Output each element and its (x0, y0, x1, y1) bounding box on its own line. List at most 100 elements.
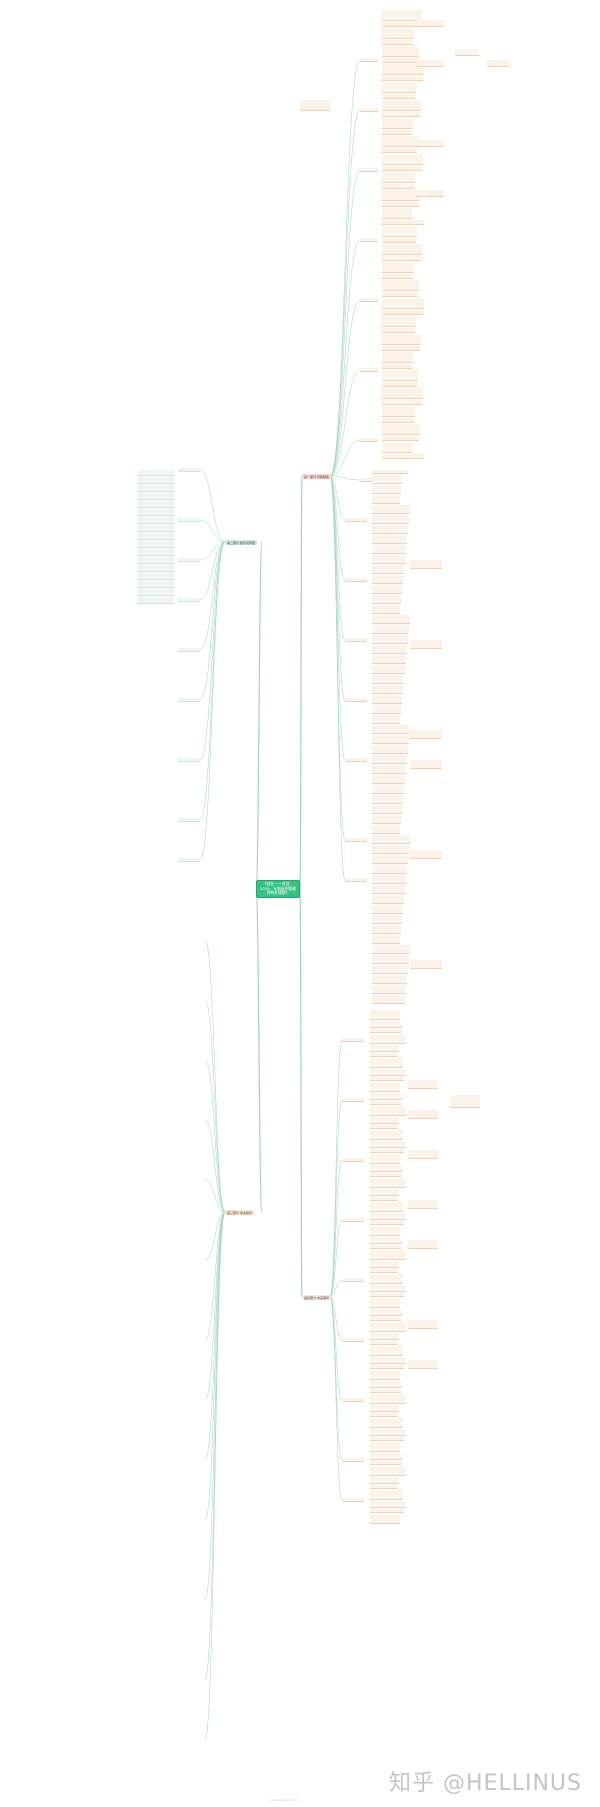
topic-node[interactable] (108, 1288, 149, 1294)
topic-node[interactable] (108, 1384, 155, 1392)
topic-node[interactable] (185, 1458, 205, 1461)
topic-node[interactable] (342, 1338, 364, 1342)
topic-node[interactable] (108, 1665, 148, 1669)
topic-node[interactable] (382, 220, 424, 225)
topic-node[interactable] (370, 1341, 398, 1345)
topic-node[interactable] (108, 1692, 148, 1700)
topic-node[interactable] (70, 1640, 100, 1670)
topic-node[interactable] (108, 1231, 155, 1242)
topic-node[interactable] (178, 698, 200, 702)
topic-node[interactable] (372, 555, 405, 564)
topic-node[interactable] (108, 1024, 155, 1030)
topic-node[interactable] (416, 60, 444, 67)
topic-node[interactable] (108, 1156, 152, 1162)
topic-node[interactable] (108, 923, 153, 934)
topic-node[interactable] (108, 1671, 154, 1682)
topic-node[interactable] (110, 835, 150, 843)
topic-node[interactable] (370, 1197, 398, 1201)
topic-node[interactable] (108, 1187, 156, 1198)
topic-node[interactable] (108, 1093, 152, 1097)
topic-node[interactable] (370, 1189, 399, 1196)
topic-node[interactable] (382, 190, 420, 201)
topic-node[interactable] (370, 1053, 398, 1057)
topic-node[interactable] (108, 1225, 149, 1229)
topic-node[interactable] (108, 1055, 150, 1066)
topic-node[interactable] (108, 1244, 150, 1250)
topic-node[interactable] (370, 1274, 403, 1284)
topic-node[interactable] (382, 82, 416, 93)
topic-node[interactable] (370, 1394, 406, 1404)
topic-node[interactable] (110, 755, 154, 763)
topic-node[interactable] (382, 22, 421, 27)
topic-node[interactable] (382, 316, 416, 327)
topic-node[interactable] (138, 589, 174, 596)
topic-node[interactable] (110, 595, 148, 603)
topic-node[interactable] (110, 635, 153, 643)
topic-node[interactable] (370, 1173, 401, 1177)
topic-node[interactable] (382, 418, 414, 423)
topic-node[interactable] (382, 100, 421, 111)
topic-node[interactable] (108, 1746, 148, 1751)
topic-node[interactable] (108, 1533, 151, 1537)
topic-node[interactable] (138, 581, 174, 588)
topic-node[interactable] (372, 935, 400, 944)
topic-node[interactable] (108, 1780, 155, 1788)
topic-node[interactable] (110, 665, 148, 673)
topic-node[interactable] (372, 845, 409, 854)
topic-node[interactable] (360, 58, 378, 62)
topic-node[interactable] (138, 549, 174, 556)
topic-node[interactable] (108, 1357, 155, 1361)
topic-node[interactable] (372, 625, 409, 634)
topic-node[interactable] (108, 1570, 152, 1575)
topic-node[interactable] (108, 1759, 152, 1770)
topic-node[interactable] (108, 1332, 148, 1338)
topic-node[interactable] (108, 1269, 148, 1273)
topic-node[interactable] (370, 1485, 398, 1489)
topic-node[interactable] (185, 1118, 205, 1121)
topic-node[interactable] (108, 1401, 154, 1405)
topic-node[interactable] (70, 1550, 100, 1576)
topic-node[interactable] (108, 1684, 149, 1690)
topic-node[interactable] (370, 1245, 401, 1249)
topic-node[interactable] (382, 40, 413, 45)
topic-node[interactable] (342, 1458, 364, 1462)
topic-node[interactable] (108, 1728, 148, 1734)
topic-node[interactable] (110, 580, 154, 583)
topic-node[interactable] (185, 1518, 205, 1521)
topic-node[interactable] (108, 1143, 148, 1154)
topic-node[interactable] (370, 1509, 404, 1513)
topic-node[interactable] (372, 585, 402, 594)
topic-node[interactable] (108, 1736, 156, 1744)
topic-node[interactable] (372, 535, 407, 544)
topic-node[interactable] (108, 1604, 150, 1612)
topic-node[interactable] (178, 758, 200, 762)
topic-node[interactable] (372, 775, 405, 784)
topic-node[interactable] (408, 1200, 438, 1209)
topic-node[interactable] (382, 436, 419, 441)
topic-node[interactable] (370, 1381, 402, 1388)
topic-node[interactable] (382, 208, 412, 219)
topic-node[interactable] (370, 1365, 404, 1369)
topic-node[interactable] (372, 965, 408, 974)
topic-node[interactable] (138, 501, 174, 508)
topic-node[interactable] (382, 112, 420, 117)
topic-node[interactable] (360, 168, 378, 172)
topic-node[interactable] (110, 805, 148, 813)
topic-node[interactable] (342, 1098, 364, 1102)
topic-node[interactable] (382, 370, 418, 381)
topic-node[interactable] (8, 1040, 50, 1062)
topic-node[interactable] (372, 835, 410, 844)
topic-node[interactable] (382, 352, 413, 363)
topic-node[interactable] (108, 1376, 156, 1382)
topic-node[interactable] (108, 1181, 150, 1185)
topic-node[interactable] (342, 1158, 364, 1162)
topic-node[interactable] (382, 364, 412, 369)
topic-node[interactable] (370, 1477, 399, 1484)
topic-node[interactable] (382, 46, 419, 57)
topic-node[interactable] (110, 785, 149, 793)
topic-node[interactable] (178, 468, 200, 472)
topic-node[interactable] (370, 1130, 403, 1140)
topic-node[interactable] (108, 1495, 149, 1506)
topic-node[interactable] (80, 720, 110, 728)
topic-node[interactable] (72, 1330, 102, 1346)
